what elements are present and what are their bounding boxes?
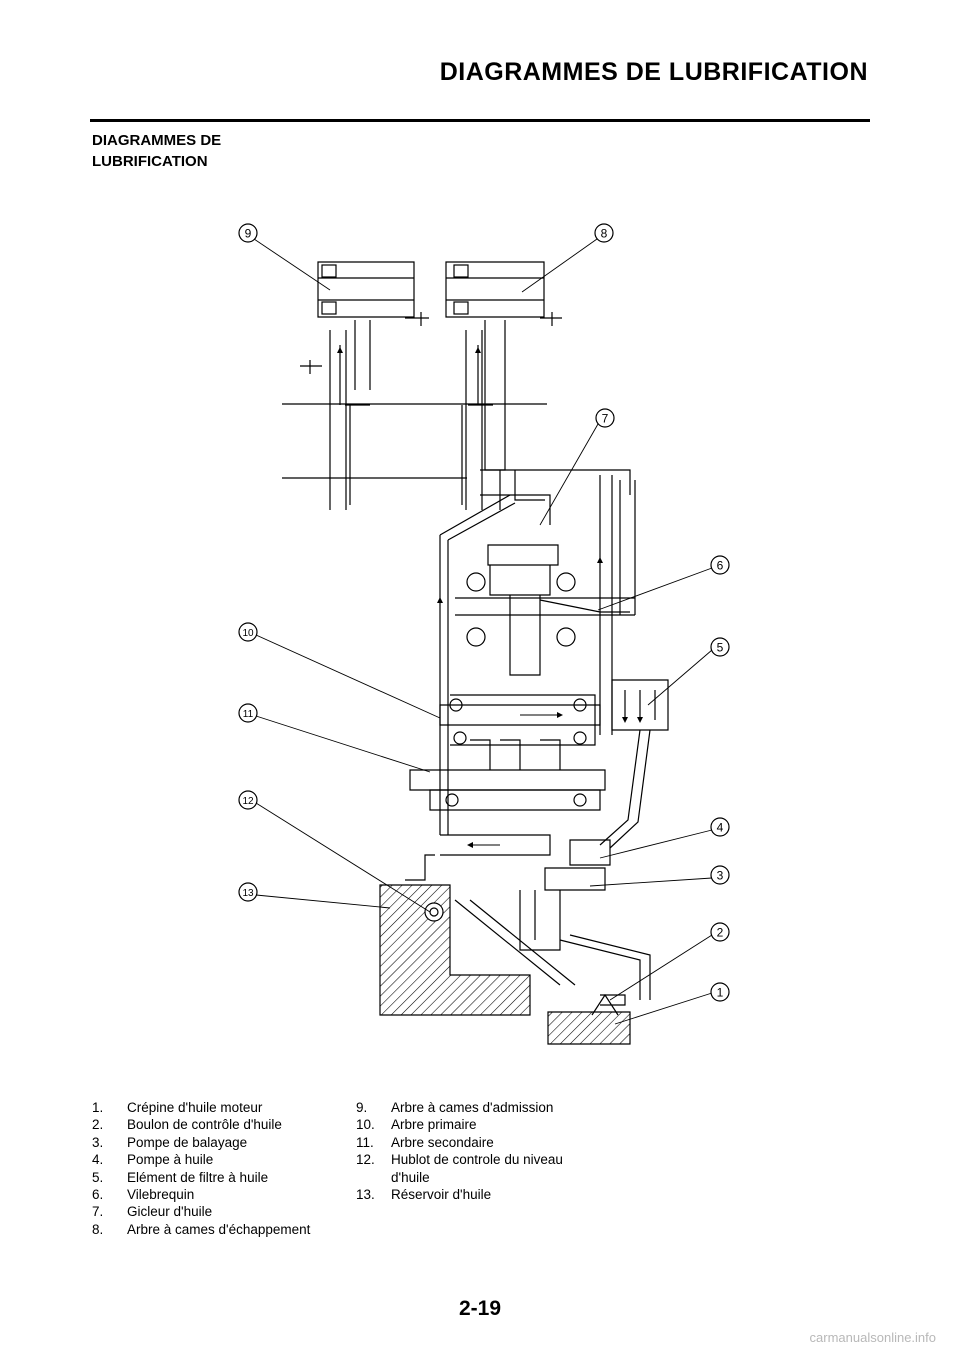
intake-camshaft bbox=[317, 261, 415, 318]
legend-item-text: Elément de filtre à huile bbox=[127, 1169, 269, 1185]
main-axle bbox=[439, 704, 601, 726]
legend-item-number: 7. bbox=[92, 1204, 104, 1220]
legend-item-text: Vilebrequin bbox=[127, 1187, 195, 1203]
svg-text:13: 13 bbox=[242, 888, 254, 899]
crankshaft bbox=[487, 544, 559, 676]
page-number: 2-19 bbox=[458, 1297, 502, 1320]
callout-8: 8 bbox=[594, 223, 614, 243]
lubrication-diagram: 9 8 7 6 5 10 11 12 4 3 13 2 1 bbox=[238, 223, 730, 1045]
section-heading-line2: LUBRIFICATION bbox=[92, 153, 208, 170]
legend-item-number: 1. bbox=[92, 1100, 104, 1115]
svg-text:4: 4 bbox=[717, 821, 724, 835]
callout-3: 3 bbox=[710, 865, 730, 885]
section-heading-line1: DIAGRAMMES DE bbox=[92, 132, 222, 149]
svg-text:2: 2 bbox=[717, 926, 724, 940]
legend-item-text: Crépine d'huile moteur bbox=[127, 1100, 263, 1115]
legend-item-number: 10. bbox=[356, 1117, 375, 1133]
drive-axle bbox=[409, 769, 606, 791]
svg-text:7: 7 bbox=[602, 412, 609, 426]
oil-tank bbox=[379, 884, 531, 1016]
legend-item-continuation: d'huile bbox=[356, 1169, 563, 1186]
legend-item-text: Boulon de contrôle d'huile bbox=[127, 1117, 282, 1133]
callout-11: 11 bbox=[238, 703, 258, 723]
scavenging-pump bbox=[544, 867, 606, 891]
legend-item: 6. Vilebrequin bbox=[92, 1186, 310, 1203]
legend-item-number: 12. bbox=[356, 1152, 375, 1168]
oil-pump bbox=[569, 839, 611, 866]
crankcase-sump bbox=[547, 1011, 631, 1045]
svg-text:11: 11 bbox=[243, 709, 254, 720]
legend-item-text: Arbre à cames d'échappement bbox=[127, 1221, 311, 1237]
svg-text:1: 1 bbox=[717, 986, 724, 1000]
header-rule bbox=[90, 119, 870, 122]
callout-6: 6 bbox=[710, 555, 730, 575]
callout-12: 12 bbox=[238, 790, 258, 810]
svg-text:6: 6 bbox=[717, 559, 724, 573]
callout-1: 1 bbox=[710, 982, 730, 1002]
legend-right-column: 9. Arbre à cames d'admission 10. Arbre pri… bbox=[356, 1099, 563, 1203]
page-header-title: DIAGRAMMES DE LUBRIFICATION bbox=[439, 58, 868, 86]
callout-7: 7 bbox=[595, 408, 615, 428]
callout-13: 13 bbox=[238, 882, 258, 902]
legend-item-text: Hublot de controle du niveau bbox=[391, 1152, 563, 1168]
legend-item-number: 11. bbox=[356, 1134, 374, 1150]
legend-item-text: d'huile bbox=[391, 1169, 430, 1185]
legend-item-number: 4. bbox=[92, 1152, 104, 1168]
legend-item: 10. Arbre primaire bbox=[356, 1116, 563, 1133]
legend-item-number: 9. bbox=[356, 1100, 368, 1115]
svg-text:9: 9 bbox=[245, 227, 252, 241]
legend-item-text: Arbre primaire bbox=[391, 1117, 477, 1133]
svg-text:8: 8 bbox=[601, 227, 608, 241]
legend-item-number: 3. bbox=[92, 1134, 104, 1150]
svg-text:5: 5 bbox=[717, 641, 724, 655]
callout-4: 4 bbox=[710, 817, 730, 837]
oil-strainer bbox=[591, 993, 626, 1016]
callout-9: 9 bbox=[238, 223, 258, 243]
legend-item-number bbox=[356, 1169, 391, 1186]
watermark: carmanualsonline.info bbox=[809, 1330, 936, 1345]
svg-text:12: 12 bbox=[242, 796, 254, 807]
legend-item-number: 8. bbox=[92, 1221, 104, 1237]
section-heading: DIAGRAMMES DE LUBRIFICATION bbox=[92, 130, 221, 172]
legend-item: 2. Boulon de contrôle d'huile bbox=[92, 1116, 310, 1133]
legend-item-text: Réservoir d'huile bbox=[391, 1187, 492, 1203]
legend-item-text: Arbre secondaire bbox=[391, 1134, 494, 1150]
svg-text:3: 3 bbox=[717, 869, 724, 883]
svg-text:10: 10 bbox=[242, 628, 254, 639]
legend-item: 5. Elément de filtre à huile bbox=[92, 1169, 310, 1186]
legend-item: 9. Arbre à cames d'admission bbox=[356, 1099, 563, 1116]
legend-item: 11. Arbre secondaire bbox=[356, 1134, 563, 1151]
callout-10: 10 bbox=[238, 622, 258, 642]
legend-item-text: Pompe de balayage bbox=[127, 1134, 248, 1150]
legend-item-text: Arbre à cames d'admission bbox=[391, 1100, 554, 1115]
callout-2: 2 bbox=[710, 922, 730, 942]
legend-item-number: 6. bbox=[92, 1187, 104, 1203]
legend-item: 8. Arbre à cames d'échappement bbox=[92, 1221, 310, 1238]
legend-item: 3. Pompe de balayage bbox=[92, 1134, 310, 1151]
legend-item-number: 5. bbox=[92, 1169, 104, 1185]
legend-item: 1. Crépine d'huile moteur bbox=[92, 1099, 310, 1116]
legend-item-number: 2. bbox=[92, 1117, 104, 1133]
legend-item-text: Pompe à huile bbox=[127, 1152, 214, 1168]
legend-item-number: 13. bbox=[356, 1187, 375, 1203]
callout-5: 5 bbox=[710, 637, 730, 657]
legend-item: 4. Pompe à huile bbox=[92, 1151, 310, 1168]
exhaust-camshaft bbox=[445, 261, 545, 318]
legend-left-column: 1. Crépine d'huile moteur 2. Boulon de con… bbox=[92, 1099, 310, 1238]
legend-item: 12. Hublot de controle du niveau bbox=[356, 1151, 563, 1168]
legend-item-text: Gicleur d'huile bbox=[127, 1204, 213, 1220]
legend-item: 7. Gicleur d'huile bbox=[92, 1203, 310, 1220]
legend-item: 13. Réservoir d'huile bbox=[356, 1186, 563, 1203]
